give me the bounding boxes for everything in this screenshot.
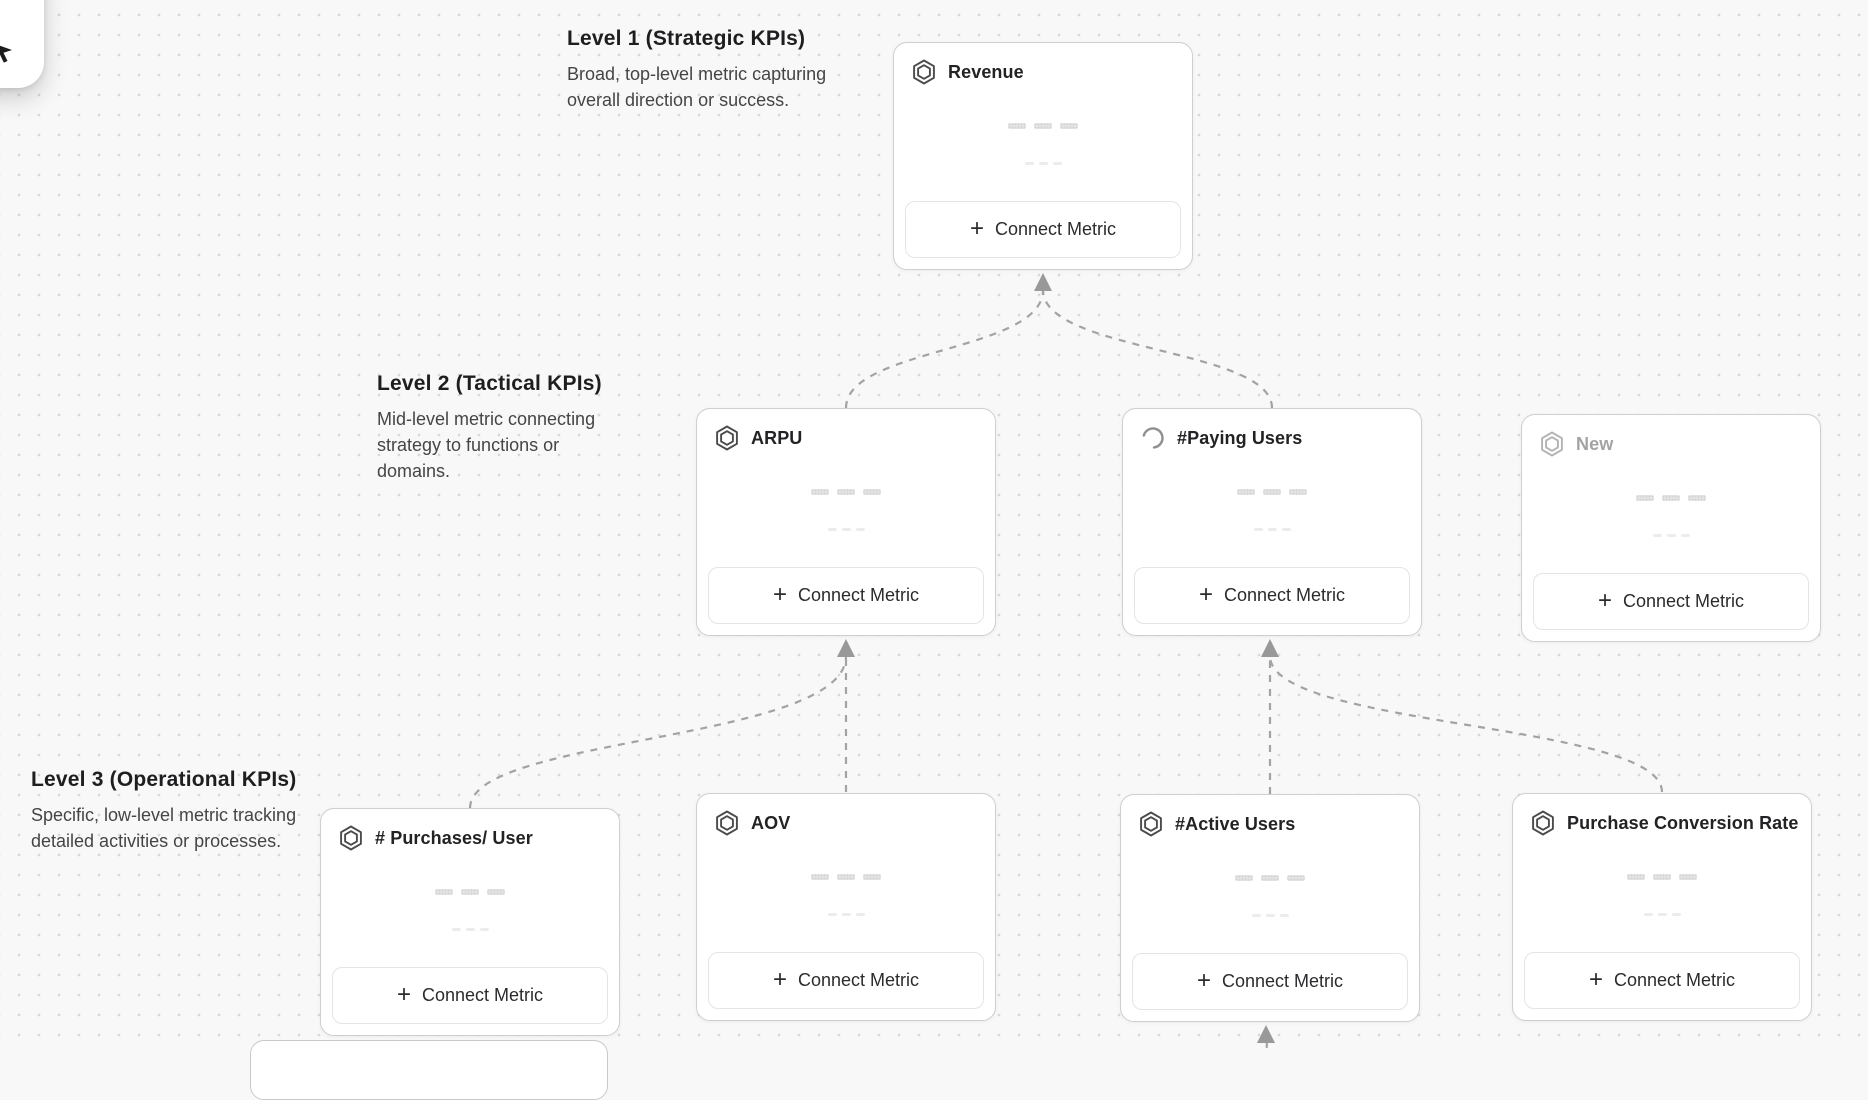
metric-card-title: AOV (751, 812, 791, 833)
edge-purchases-to-arpu (468, 655, 848, 809)
plus-icon: + (1198, 580, 1213, 608)
connect-metric-button[interactable]: + Connect Metric (1134, 567, 1410, 624)
metric-card-aov[interactable]: AOV + Connect Metric (696, 793, 996, 1021)
metric-card-title: Purchase Conversion Rate (1567, 812, 1799, 833)
connect-metric-label: Connect Metric (797, 585, 920, 605)
arrowhead-arpu (837, 639, 855, 657)
plus-icon: + (396, 980, 411, 1008)
metric-skeleton-dashes (697, 913, 995, 916)
arrowhead-revenue (1034, 273, 1052, 291)
level-1-title: Level 1 (Strategic KPIs) (567, 27, 806, 50)
metric-skeleton-bars (1513, 874, 1811, 880)
metric-skeleton-bars (321, 889, 619, 895)
hexagon-icon (1541, 431, 1563, 457)
connect-metric-label: Connect Metric (1613, 970, 1736, 990)
plus-icon: + (1597, 586, 1612, 614)
hexagon-icon (340, 825, 362, 851)
metric-card-title: # Purchases/ User (375, 827, 533, 848)
metric-card-partial-bottom[interactable] (250, 1040, 608, 1100)
metric-skeleton-dashes (1522, 534, 1820, 537)
metric-card-title: Revenue (948, 61, 1024, 82)
edge-arpu-to-revenue (844, 289, 1045, 409)
connect-metric-label: Connect Metric (421, 985, 544, 1005)
metric-skeleton-dashes (1123, 528, 1421, 531)
connect-metric-button[interactable]: + Connect Metric (708, 567, 984, 624)
hexagon-icon (716, 425, 738, 451)
metric-skeleton-dashes (1513, 913, 1811, 916)
metric-skeleton-dashes (1121, 914, 1419, 917)
plus-icon: + (772, 580, 787, 608)
metric-skeleton-dashes (697, 528, 995, 531)
metric-card-purchase-conversion-rate[interactable]: Purchase Conversion Rate + Connect Metri… (1512, 793, 1812, 1021)
connect-metric-label: Connect Metric (1622, 591, 1745, 611)
connect-metric-label: Connect Metric (994, 219, 1117, 239)
arrowhead-paying (1261, 639, 1279, 657)
metric-card-arpu[interactable]: ARPU + Connect Metric (696, 408, 996, 636)
level-2-description: Mid-level metric connecting strategy to … (377, 409, 596, 481)
edge-offscreen-to-active (1265, 1041, 1269, 1048)
metric-skeleton-dashes (321, 928, 619, 931)
metric-skeleton-bars (1121, 875, 1419, 881)
connect-metric-button[interactable]: + Connect Metric (905, 201, 1181, 258)
connect-metric-button[interactable]: + Connect Metric (708, 952, 984, 1009)
connect-metric-button[interactable]: + Connect Metric (1533, 573, 1809, 630)
metric-skeleton-bars (1123, 489, 1421, 495)
level-3-title: Level 3 (Operational KPIs) (31, 768, 297, 791)
connect-metric-label: Connect Metric (797, 970, 920, 990)
plus-icon: + (1196, 966, 1211, 994)
connect-metric-button[interactable]: + Connect Metric (1524, 952, 1800, 1009)
connect-metric-label: Connect Metric (1223, 585, 1346, 605)
metric-card-title: #Paying Users (1177, 427, 1303, 448)
metric-card-title: ARPU (751, 427, 803, 448)
connect-metric-button[interactable]: + Connect Metric (332, 967, 608, 1024)
hexagon-icon (1532, 810, 1554, 836)
metric-card-title: #Active Users (1175, 813, 1296, 834)
level-2-title: Level 2 (Tactical KPIs) (377, 372, 602, 395)
hexagon-icon (913, 59, 935, 85)
metric-skeleton-dashes (894, 162, 1192, 165)
metric-card-revenue[interactable]: Revenue + Connect Metric (893, 42, 1193, 270)
hexagon-icon (716, 810, 738, 836)
edge-pcr-to-paying (1268, 655, 1664, 793)
metric-card-title: New (1576, 433, 1614, 454)
metric-card-active-users[interactable]: #Active Users + Connect Metric (1120, 794, 1420, 1022)
connect-metric-button[interactable]: + Connect Metric (1132, 953, 1408, 1010)
metric-card-paying-users[interactable]: #Paying Users + Connect Metric (1122, 408, 1422, 636)
level-1-description: Broad, top-level metric capturing overal… (567, 64, 827, 110)
metric-skeleton-bars (1522, 495, 1820, 501)
connect-metric-label: Connect Metric (1221, 971, 1344, 991)
cursor-icon (0, 45, 12, 63)
plus-icon: + (1588, 965, 1603, 993)
level-2-label: Level 2 (Tactical KPIs) Mid-level metric… (377, 372, 627, 484)
plus-icon: + (969, 214, 984, 242)
metric-card-new[interactable]: New + Connect Metric (1521, 414, 1821, 642)
metric-skeleton-bars (697, 489, 995, 495)
level-1-label: Level 1 (Strategic KPIs) Broad, top-leve… (567, 27, 867, 113)
level-3-description: Specific, low-level metric tracking deta… (31, 805, 297, 851)
level-3-label: Level 3 (Operational KPIs) Specific, low… (31, 768, 351, 854)
spinner-icon (1142, 427, 1164, 449)
arrowhead-active (1257, 1025, 1275, 1043)
metric-card-purchases-per-user[interactable]: # Purchases/ User + Connect Metric (320, 808, 620, 1036)
plus-icon: + (772, 965, 787, 993)
hexagon-icon (1140, 811, 1162, 837)
edge-paying-to-revenue (1041, 289, 1274, 409)
metric-skeleton-bars (894, 123, 1192, 129)
floating-toolbar-panel[interactable] (0, 0, 44, 88)
metric-skeleton-bars (697, 874, 995, 880)
